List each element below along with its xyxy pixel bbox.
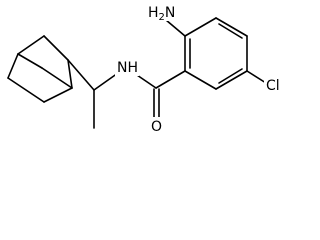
amine-subscript-text: 2 (159, 12, 165, 23)
bond-ring-2 (184, 17, 217, 37)
bond-cage-1 (7, 53, 19, 79)
amide-nh-label: NH (115, 58, 139, 76)
bond-cage-6 (7, 77, 45, 103)
bond-cage-4 (67, 59, 73, 89)
benzene-ring (184, 17, 248, 90)
bond-cage-bridge-1 (17, 53, 43, 69)
bond-ring-inner-2 (218, 23, 243, 39)
bond-ring-6 (184, 70, 217, 90)
amine-label: H2N (146, 3, 178, 23)
bond-cage-to-ch (67, 59, 95, 91)
amide-group (133, 70, 186, 119)
bond-carbonyl-to-ring (155, 70, 186, 89)
amine-h-text: H (148, 5, 159, 21)
carbonyl-o-label: O (149, 117, 164, 135)
carbonyl-o-text: O (151, 119, 162, 135)
bond-ring-inner-3 (218, 68, 243, 84)
amide-nh-text: NH (117, 60, 138, 76)
bond-ring-to-chlorine (246, 70, 267, 84)
bond-ch-to-nh (93, 72, 119, 91)
bond-ring-3 (215, 17, 248, 37)
bond-ring-5 (215, 70, 248, 90)
chlorine-text: Cl (266, 78, 280, 94)
bond-cage-2 (17, 35, 45, 55)
bond-cage-3 (43, 35, 69, 61)
amine-n-text: N (165, 5, 175, 21)
norbornane-cage (7, 35, 73, 103)
chemical-structure: H2N NH O Cl (7, 3, 286, 135)
chlorine-label: Cl (264, 76, 286, 94)
bond-cage-5 (43, 87, 73, 103)
ethyl-linker (67, 59, 119, 129)
bond-cage-bridge-2 (41, 67, 73, 89)
svg-text:H2N: H2N (148, 5, 175, 23)
bond-ring-to-amine (165, 19, 186, 37)
